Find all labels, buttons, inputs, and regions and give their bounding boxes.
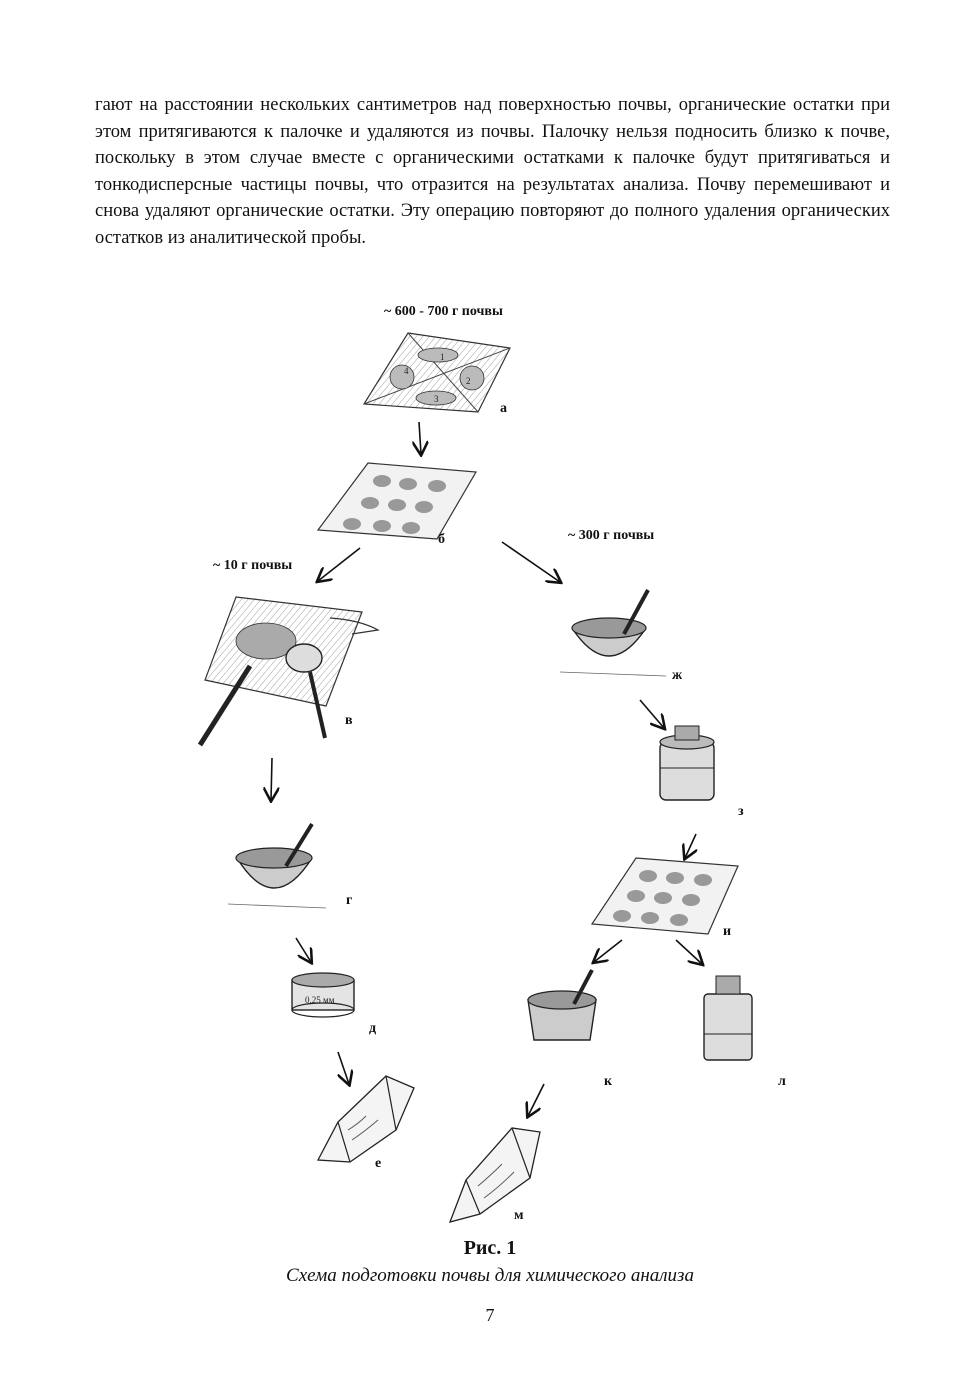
step-i-soil-sheet-piles xyxy=(592,858,738,934)
step-e-sample-packet xyxy=(318,1076,414,1162)
step-k-mortar xyxy=(528,970,596,1040)
step-label-d: д xyxy=(369,1021,376,1037)
step-label-g: г xyxy=(346,893,352,909)
step-label-b: б xyxy=(438,532,445,548)
step-label-i: и xyxy=(723,924,731,940)
step-l-bottle xyxy=(704,976,752,1060)
figure-caption-subtitle: Схема подготовки почвы для химического а… xyxy=(0,1265,980,1287)
step-label-m: м xyxy=(514,1208,524,1224)
step-m-sample-packet xyxy=(450,1128,540,1222)
arrow-i-l xyxy=(676,940,702,964)
amount-left-label: ~ 10 г почвы xyxy=(213,558,292,574)
arrow-i-k xyxy=(594,940,622,962)
sieve-mesh-label: 0,25 мм xyxy=(305,995,335,1005)
arrow-zh-z xyxy=(640,700,664,728)
quadrant-3: 3 xyxy=(434,394,439,404)
arrow-k-m xyxy=(528,1084,544,1116)
step-label-zh: ж xyxy=(672,668,682,684)
step-zh-mortar xyxy=(560,590,666,676)
step-label-a: а xyxy=(500,401,507,417)
quadrant-2: 2 xyxy=(466,376,471,386)
quadrant-1: 1 xyxy=(440,352,445,362)
arrow-z-i xyxy=(685,834,696,858)
quadrant-4: 4 xyxy=(404,366,409,376)
step-label-e: е xyxy=(375,1156,381,1172)
step-d-sieve: 0,25 мм xyxy=(292,973,354,1017)
step-z-jar xyxy=(660,726,714,800)
amount-top-label: ~ 600 - 700 г почвы xyxy=(384,304,503,320)
arrow-d-e xyxy=(338,1052,349,1084)
page-number: 7 xyxy=(0,1305,980,1326)
figure-caption-title: Рис. 1 xyxy=(0,1237,980,1260)
step-g-mortar xyxy=(228,824,326,908)
amount-right-label: ~ 300 г почвы xyxy=(568,528,654,544)
arrow-b-v xyxy=(318,548,360,581)
step-a-quartered-soil-sheet: 1 2 3 4 xyxy=(364,333,510,412)
arrow-b-zh xyxy=(502,542,560,582)
step-label-z: з xyxy=(738,804,744,820)
step-label-l: л xyxy=(778,1074,786,1090)
arrow-a-b xyxy=(419,422,421,454)
step-b-soil-sheet-piles xyxy=(318,463,476,539)
arrow-g-d xyxy=(296,938,311,962)
step-label-v: в xyxy=(345,713,353,729)
step-label-k: к xyxy=(604,1074,612,1090)
arrow-v-g xyxy=(271,758,272,800)
